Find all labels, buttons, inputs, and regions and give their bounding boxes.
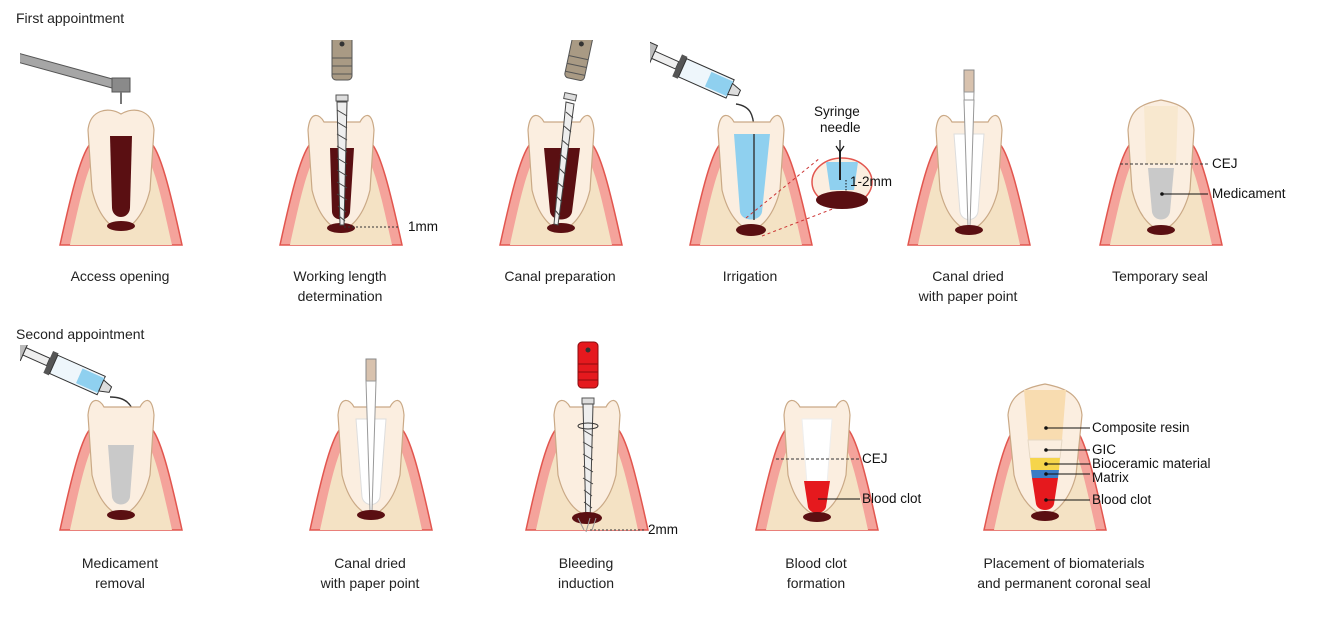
step-medicament-removal: Medicamentremoval xyxy=(20,345,220,625)
apex xyxy=(357,510,385,520)
label-medicament: Medicament xyxy=(1212,186,1286,201)
label-composite-resin: Composite resin xyxy=(1092,420,1190,435)
step-irrigation: Syringe needle 1-2mm Irrigation xyxy=(650,40,890,320)
step-canal-preparation: Canal preparation xyxy=(460,40,660,320)
handpiece-icon xyxy=(20,52,116,88)
apex xyxy=(547,223,575,233)
medicament xyxy=(108,445,134,505)
caption-blood-clot-formation: Blood clotformation xyxy=(716,553,916,593)
step-blood-clot-formation: CEJ Blood clot Blood clotformation xyxy=(716,345,976,625)
step-bleeding-induction: 2mm Bleedinginduction xyxy=(486,340,726,620)
composite-resin xyxy=(1024,390,1066,440)
syringe-icon xyxy=(20,345,115,401)
apex xyxy=(1031,511,1059,521)
syringe-icon xyxy=(650,40,744,104)
caption-canal-dried-2: Canal driedwith paper point xyxy=(270,553,470,593)
caption-bleeding-induction: Bleedinginduction xyxy=(486,553,686,593)
paper-point-tip-icon xyxy=(366,359,376,381)
label-matrix: Matrix xyxy=(1092,470,1129,485)
first-appointment-title: First appointment xyxy=(16,10,124,26)
caption-medicament-removal: Medicamentremoval xyxy=(20,553,220,593)
label-gic: GIC xyxy=(1092,442,1116,457)
label-needle: needle xyxy=(820,120,861,135)
apex xyxy=(107,221,135,231)
apex xyxy=(572,512,602,524)
rubber-stop xyxy=(582,398,594,404)
step-temporary-seal: CEJ Medicament Temporary seal xyxy=(1060,40,1322,320)
caption-canal-dried-1: Canal driedwith paper point xyxy=(868,266,1068,306)
caption-canal-preparation: Canal preparation xyxy=(460,266,660,286)
caption-working-length: Working lengthdetermination xyxy=(240,266,440,306)
step-working-length: 1mm Working lengthdetermination xyxy=(240,40,440,320)
caption-placement-biomaterials: Placement of biomaterialsand permanent c… xyxy=(944,553,1184,593)
caption-access-opening: Access opening xyxy=(20,266,220,286)
second-appointment-title: Second appointment xyxy=(16,326,144,342)
label-bioceramic: Bioceramic material xyxy=(1092,456,1211,471)
paper-point-tip-icon xyxy=(964,70,974,92)
step-canal-dried-2: Canal driedwith paper point xyxy=(270,345,470,625)
apex xyxy=(803,512,831,522)
access-opening-illustration xyxy=(20,40,220,260)
caption-temporary-seal: Temporary seal xyxy=(1060,266,1260,286)
label-1mm: 1mm xyxy=(408,219,438,234)
label-blood-clot-2: Blood clot xyxy=(1092,492,1151,507)
label-cej: CEJ xyxy=(1212,156,1238,171)
apex xyxy=(736,224,766,236)
needle-arrow xyxy=(836,140,844,152)
label-cej-2: CEJ xyxy=(862,451,888,466)
canal-dried-illustration xyxy=(868,40,1068,260)
label-syringe: Syringe xyxy=(814,104,860,119)
apex xyxy=(955,225,983,235)
step-placement-biomaterials: Composite resin GIC Bioceramic material … xyxy=(944,340,1264,620)
medicament-removal-illustration xyxy=(20,345,220,545)
step-access-opening: Access opening xyxy=(20,40,220,320)
temporary-seal-illustration xyxy=(1060,40,1322,260)
bleeding-induction-illustration xyxy=(486,340,726,545)
rubber-stop xyxy=(336,95,348,101)
handpiece-head xyxy=(112,78,130,92)
pulp-canal xyxy=(110,136,132,217)
apex xyxy=(107,510,135,520)
temporary-filling xyxy=(1144,106,1178,164)
label-2mm: 2mm xyxy=(648,522,678,537)
irrigation-illustration xyxy=(650,40,890,260)
apex xyxy=(1147,225,1175,235)
canal-dried-2-illustration xyxy=(270,345,470,545)
file-handle-icon xyxy=(564,40,593,81)
canal-preparation-illustration xyxy=(460,40,660,260)
caption-irrigation: Irrigation xyxy=(650,266,850,286)
label-blood-clot: Blood clot xyxy=(862,491,921,506)
blood-clot-illustration xyxy=(716,345,976,545)
step-canal-dried-1: Canal driedwith paper point xyxy=(868,40,1068,320)
